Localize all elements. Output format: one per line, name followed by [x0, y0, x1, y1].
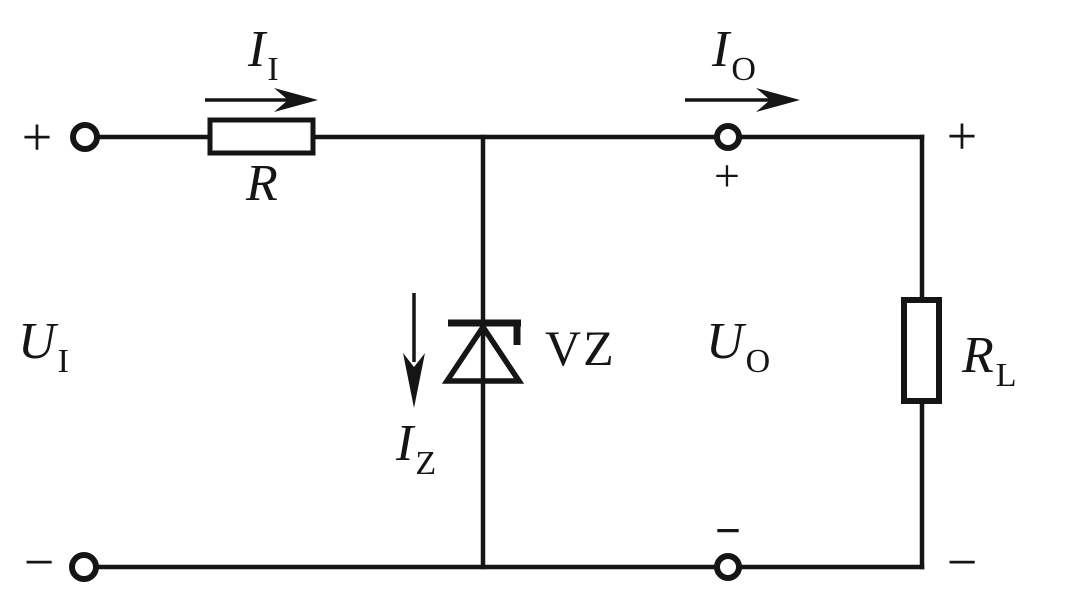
- input-current-base: I: [248, 21, 266, 78]
- output-minus-sign: −: [714, 505, 742, 556]
- zener-diode-symbol: [441, 319, 525, 384]
- zener-current-label: IZ: [396, 415, 436, 481]
- load-minus-sign: −: [946, 532, 978, 590]
- zener-current-subscript: Z: [415, 445, 437, 482]
- input-voltage-label: UI: [18, 313, 69, 379]
- output-current-base: I: [712, 21, 730, 78]
- output-plus-sign: +: [714, 150, 740, 201]
- output-current-label: IO: [712, 21, 756, 87]
- zener-label: VZ: [545, 323, 616, 373]
- load-resistor-subscript: L: [995, 357, 1017, 394]
- terminal-input-negative: [69, 552, 99, 582]
- output-voltage-base: U: [706, 313, 744, 370]
- input-current-label: II: [248, 21, 279, 87]
- terminal-input-positive: [70, 122, 100, 152]
- output-current-subscript: O: [731, 51, 756, 88]
- input-voltage-subscript: I: [57, 343, 69, 380]
- input-voltage-base: U: [18, 313, 56, 370]
- zener-current-base: I: [396, 415, 414, 472]
- zener-name: VZ: [545, 320, 616, 376]
- output-current-arrowhead: [756, 88, 800, 112]
- series-resistor-label: R: [246, 158, 278, 210]
- input-current-arrow: [205, 88, 318, 112]
- zener-anode-triangle: [441, 322, 525, 384]
- load-resistor-base: R: [962, 327, 994, 384]
- resistor-RL-body: [901, 297, 942, 404]
- input-current-subscript: I: [267, 51, 279, 88]
- input-current-arrowhead: [274, 88, 318, 112]
- output-voltage-subscript: O: [745, 343, 771, 380]
- terminal-output-negative: [714, 553, 742, 581]
- series-resistor-name: R: [246, 155, 278, 212]
- zener-current-arrowhead: [403, 353, 425, 408]
- resistor-R-body: [207, 117, 316, 156]
- input-plus-sign: +: [21, 107, 53, 167]
- output-current-arrow: [685, 88, 800, 112]
- terminal-output-positive: [714, 123, 742, 151]
- zener-current-arrow: [403, 293, 425, 408]
- output-voltage-label: UO: [706, 313, 770, 379]
- input-minus-sign: −: [23, 532, 55, 590]
- load-plus-sign: +: [946, 106, 978, 166]
- load-resistor-label: RL: [962, 327, 1017, 393]
